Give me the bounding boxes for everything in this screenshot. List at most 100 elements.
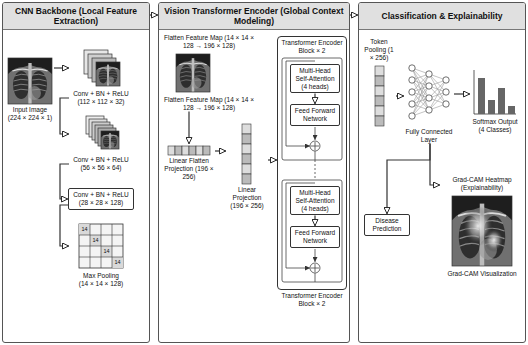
- projection-step: Linear Flatten Projection (196 × 256): [163, 144, 215, 180]
- flow-arrow: [60, 205, 69, 246]
- block-label: Transformer Encoder Block × 2: [279, 39, 345, 55]
- pooling-grid: [112, 257, 123, 268]
- gradcam-heatmap: [484, 228, 504, 252]
- attention-box: Multi-Head Self-Attention (4 heads): [290, 64, 340, 93]
- neural-network: [409, 89, 415, 95]
- feature-map-stack: [96, 62, 120, 86]
- neural-network: [409, 77, 415, 83]
- token-column: [375, 96, 384, 106]
- token-column: [242, 154, 251, 164]
- token-column: [375, 76, 384, 86]
- neural-network: [426, 83, 432, 89]
- token-row: [189, 146, 196, 155]
- box-label: Multi-Head Self-Attention (4 heads): [293, 189, 337, 212]
- token-column: [242, 124, 251, 184]
- token-row: [168, 146, 175, 155]
- neural-network: [426, 71, 432, 77]
- token-column: [375, 116, 384, 126]
- caption: Flatten Feature Map (14 × 14 × 128 → 196…: [164, 34, 254, 50]
- feature-map-stack: [101, 131, 119, 149]
- softmax-bars: [474, 70, 516, 114]
- input-xray: [8, 58, 52, 104]
- caption: Fully Connected Layer: [404, 128, 454, 144]
- caption: Softmax Output (4 Classes): [470, 118, 520, 134]
- grid-value: 14: [114, 260, 120, 266]
- conv-layer: Conv + BN + ReLU (112 × 112 × 32): [69, 48, 133, 106]
- box-label: Disease Prediction: [367, 217, 407, 233]
- flow-arrow: [215, 150, 226, 151]
- token-column: [242, 164, 251, 174]
- conv-layer: Conv + BN + ReLU (56 × 56 × 64): [69, 114, 133, 172]
- flow-arrow: [54, 67, 69, 68]
- flow-arrow: [314, 215, 315, 226]
- flatten-step: Flatten Feature Map (14 × 14 × 128 → 196…: [164, 96, 254, 112]
- token-column: [375, 66, 384, 76]
- caption: Conv + BN + ReLU (112 × 112 × 32): [69, 90, 133, 106]
- flow-arrow: [454, 93, 470, 94]
- flow-arrow: [430, 144, 440, 185]
- encoder-block: [315, 151, 316, 282]
- section-panel: CNN Backbone (Local Feature Extraction) I…: [2, 2, 150, 343]
- flatten-xray: [176, 54, 210, 92]
- section-panel: Classification & ExplainabilityToken Poo…: [358, 2, 526, 343]
- neural-network: [409, 113, 415, 119]
- feature-map-stack: [86, 116, 119, 149]
- conv-box: Conv + BN + ReLU (28 × 28 × 128): [68, 188, 134, 210]
- token-column: [242, 134, 251, 144]
- token-column: [242, 144, 251, 154]
- attention-box: Multi-Head Self-Attention (4 heads): [290, 186, 340, 215]
- token-row: [196, 146, 203, 155]
- flow-arrow: [60, 98, 69, 134]
- neural-network: [426, 107, 432, 113]
- flow-arrow: [350, 14, 358, 15]
- token-column: [375, 86, 384, 96]
- token-column: [375, 106, 384, 116]
- pooling-grid: [90, 235, 101, 246]
- encoder-stack: Transformer Encoder Block × 2Transformer…: [277, 36, 347, 290]
- grid-value: 14: [92, 238, 98, 244]
- section-panel: Vision Transformer Encoder (Global Conte…: [158, 2, 350, 343]
- token-row: [168, 146, 210, 155]
- block-label: Transformer Encoder Block × 2: [278, 292, 346, 308]
- encoder-block: [315, 160, 316, 180]
- flatten-step: Flatten Feature Map (14 × 14 × 128 → 196…: [164, 34, 254, 94]
- softmax-bars: [488, 100, 495, 114]
- pooling-grid: [79, 224, 123, 268]
- caption: Conv + BN + ReLU (56 × 56 × 64): [69, 156, 133, 172]
- flow-arrow: [188, 112, 189, 144]
- neural-network: [412, 68, 446, 116]
- neural-network: [409, 65, 449, 119]
- ffn-box: Feed Forward Network: [290, 226, 340, 248]
- softmax-bars: [498, 88, 505, 114]
- box-label: Feed Forward Network: [293, 107, 337, 123]
- fc-layer: Fully Connected Layer: [404, 56, 454, 144]
- caption: Linear Flatten Projection (196 × 256): [163, 157, 215, 180]
- input-xray: [8, 58, 52, 104]
- panel-heading: CNN Backbone (Local Feature Extraction): [3, 3, 149, 30]
- token-column: [242, 124, 251, 134]
- gradcam-heatmap: [452, 196, 512, 266]
- panel-heading: Vision Transformer Encoder (Global Conte…: [159, 3, 349, 30]
- token-row: [175, 146, 182, 155]
- ffn-box: Feed Forward Network: [290, 104, 340, 126]
- feature-map-stack: [96, 62, 120, 86]
- caption: Flatten Feature Map (14 × 14 × 128 → 196…: [164, 96, 254, 112]
- grid-value: 14: [103, 249, 109, 255]
- flow-arrow: [150, 14, 158, 15]
- pooling-step: Token Pooling (1 × 256): [362, 38, 396, 130]
- projection-step: Linear Projection (196 × 256): [226, 122, 268, 209]
- feature-map-stack: [101, 131, 119, 149]
- token-column: [375, 66, 384, 126]
- input-image: Input Image (224 × 224 × 1): [6, 56, 54, 122]
- neural-network: [443, 89, 449, 95]
- caption: Linear Projection (196 × 256): [226, 186, 268, 209]
- grid-value: 14: [81, 227, 87, 233]
- pooling-grid: [79, 224, 90, 235]
- encoder-block: [315, 127, 316, 140]
- token-row: [182, 146, 189, 155]
- input-xray: [8, 58, 52, 104]
- feature-map-stack: [84, 50, 120, 86]
- neural-network: [409, 101, 415, 107]
- neural-network: [409, 65, 415, 71]
